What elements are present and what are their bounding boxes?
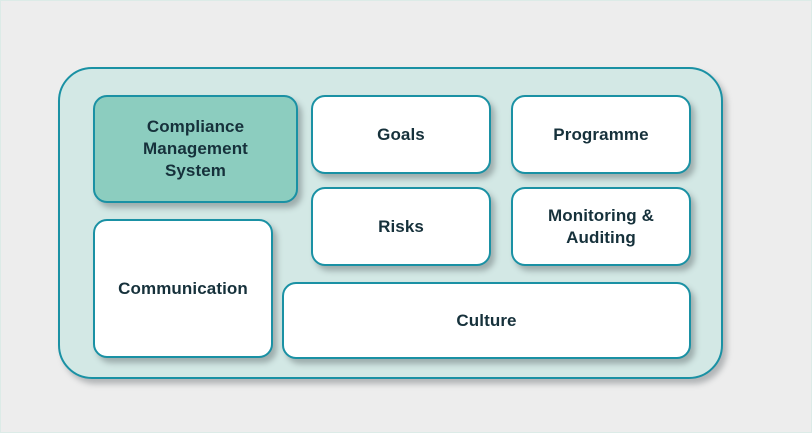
node-label-risks: Risks: [378, 216, 424, 236]
node-communication[interactable]: Communication: [93, 219, 273, 358]
node-compliance-management-system[interactable]: Compliance Management System: [93, 95, 298, 203]
node-goals[interactable]: Goals: [311, 95, 491, 174]
node-label-monitoring-and-auditing: Monitoring & Auditing: [547, 205, 654, 247]
node-monitoring-and-auditing[interactable]: Monitoring & Auditing: [511, 187, 691, 266]
node-culture[interactable]: Culture: [282, 282, 691, 359]
compliance-management-system-container: Compliance Management System Goals Progr…: [58, 67, 723, 379]
node-label-goals: Goals: [377, 124, 425, 144]
node-programme[interactable]: Programme: [511, 95, 691, 174]
node-risks[interactable]: Risks: [311, 187, 491, 266]
node-label-programme: Programme: [553, 124, 649, 144]
node-label-communication: Communication: [118, 278, 248, 298]
node-label-culture: Culture: [456, 310, 517, 330]
node-label-compliance-management-system: Compliance Management System: [143, 117, 248, 180]
